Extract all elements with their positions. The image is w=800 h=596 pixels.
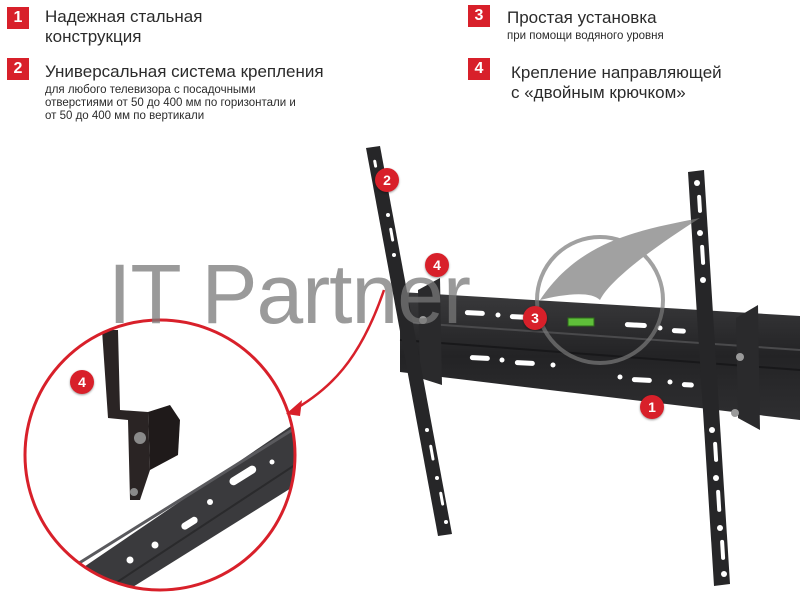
- feature-title: Простая установка: [507, 8, 657, 27]
- feature-number-badge: 4: [468, 58, 490, 80]
- feature-description: от 50 до 400 мм по вертикали: [45, 110, 205, 122]
- feature-number-badge: 3: [468, 5, 490, 27]
- callout-2: 2: [375, 168, 399, 192]
- feature-title: с «двойным крючком»: [511, 83, 686, 102]
- detail-zoom-circle: [23, 318, 297, 592]
- feature-title: Универсальная система крепления: [45, 62, 324, 81]
- watermark-text: IT Partner: [108, 247, 471, 341]
- right-vertical-arm: [688, 170, 730, 586]
- feature-description: при помощи водяного уровня: [507, 30, 664, 42]
- arrow-head-icon: [286, 400, 302, 416]
- feature-number-badge: 2: [7, 58, 29, 80]
- feature-number-badge: 1: [7, 7, 29, 29]
- feature-description: для любого телевизора с посадочными: [45, 84, 256, 96]
- feature-title: конструкция: [45, 27, 142, 46]
- callout-3: 3: [523, 306, 547, 330]
- watermark-logo-icon: [535, 218, 700, 365]
- callout-1: 1: [640, 395, 664, 419]
- callout-4: 4: [425, 253, 449, 277]
- feature-description: отверстиями от 50 до 400 мм по горизонта…: [45, 97, 296, 109]
- feature-title: Крепление направляющей: [511, 63, 722, 82]
- callout-4-detail: 4: [70, 370, 94, 394]
- left-vertical-arm: [366, 146, 452, 536]
- feature-title: Надежная стальная: [45, 7, 203, 26]
- arrow-connector: [289, 289, 386, 414]
- left-hook: [418, 278, 442, 385]
- right-hook: [736, 305, 760, 430]
- water-level: [567, 317, 595, 327]
